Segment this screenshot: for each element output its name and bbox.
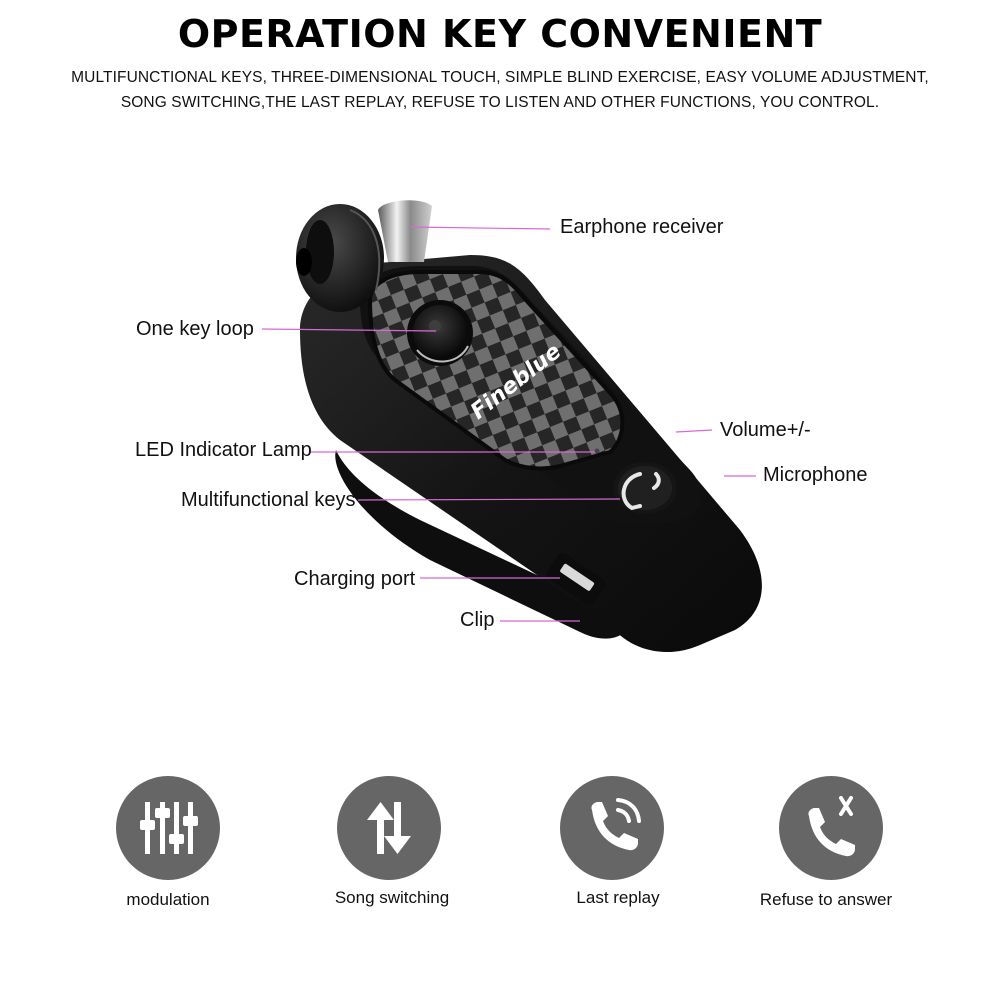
label-earphone-receiver: Earphone receiver	[560, 216, 724, 238]
label-clip: Clip	[460, 609, 495, 631]
clip-shape	[335, 450, 625, 639]
equalizer-icon	[116, 776, 220, 880]
led-indicator	[594, 448, 600, 454]
feature-label-modulation: modulation	[126, 890, 210, 909]
label-charging-port: Charging port	[294, 568, 416, 590]
phone-reject-icon	[779, 776, 883, 880]
earphone-product-image: Fineblue	[261, 200, 762, 653]
subtitle-line-1: MULTIFUNCTIONAL KEYS, THREE-DIMENSIONAL …	[71, 69, 929, 86]
feature-label-refuse-to-answer: Refuse to answer	[759, 890, 893, 909]
switch-arrows-icon	[337, 776, 441, 880]
earbud-stem	[378, 200, 432, 262]
label-one-key-loop: One key loop	[136, 318, 254, 340]
feature-label-last-replay: Last replay	[576, 888, 660, 907]
label-multifunctional-keys: Multifunctional keys	[181, 489, 356, 511]
phone-ringing-icon	[560, 776, 664, 880]
callout-leaders	[261, 226, 756, 622]
label-microphone: Microphone	[763, 464, 868, 486]
subtitle-line-2: SONG SWITCHING,THE LAST REPLAY, REFUSE T…	[120, 94, 880, 111]
feature-label-song-switching: Song switching	[334, 888, 450, 907]
label-volume: Volume+/-	[720, 419, 811, 441]
page-title: OPERATION KEY CONVENIENT	[177, 12, 823, 56]
label-led-indicator-lamp: LED Indicator Lamp	[135, 439, 312, 461]
